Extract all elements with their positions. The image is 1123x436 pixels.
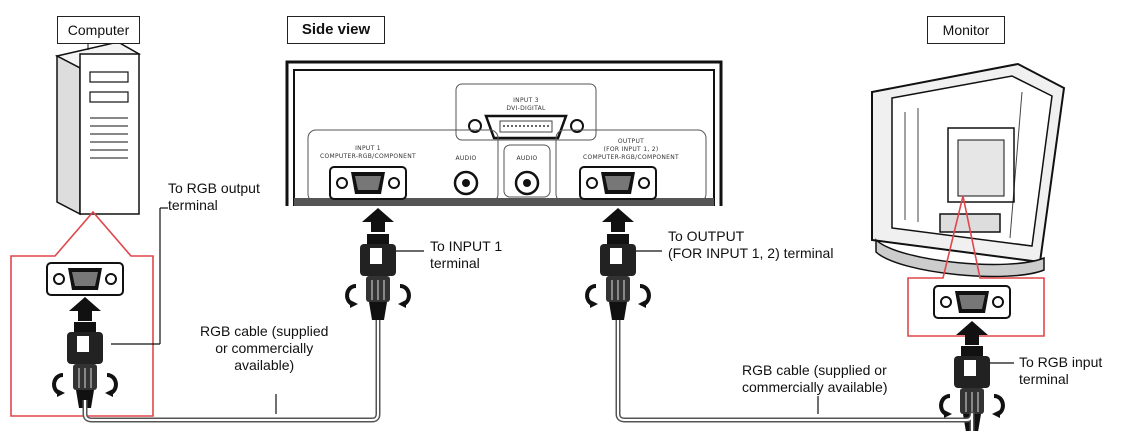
monitor-callout <box>907 195 1045 337</box>
monitor-label-box: Monitor <box>927 16 1005 44</box>
panel-output-label: OUTPUT <box>618 138 644 145</box>
panel-output-sub2: COMPUTER-RGB/COMPONENT <box>583 154 679 161</box>
side-view-label: Side view <box>301 21 371 38</box>
rgb-input-line1: To RGB input <box>1019 354 1103 370</box>
panel-input1-label: INPUT 1 <box>355 145 381 152</box>
input1-label: To INPUT 1 terminal <box>430 238 502 272</box>
rgb-cable-right-inner <box>617 320 973 432</box>
rgb-input-label: To RGB input terminal <box>1019 354 1102 388</box>
computer-rgb-port <box>46 262 124 296</box>
monitor-arrow-icon <box>956 321 988 345</box>
cable-right-line1: RGB cable (supplied or <box>742 362 887 378</box>
computer-cable-connector <box>66 321 104 409</box>
monitor-rgb-port <box>933 285 1011 319</box>
panel-input3-sub: DVI-DIGITAL <box>506 105 546 112</box>
input1-cable-connector <box>359 233 397 321</box>
computer-label-box: Computer <box>57 16 140 44</box>
cable-right-line2: commercially available) <box>742 379 888 395</box>
input1-arrow-icon <box>362 208 394 232</box>
cable-left-label: RGB cable (supplied or commercially avai… <box>200 323 328 374</box>
output-line1: To OUTPUT <box>668 228 745 244</box>
computer-tower <box>54 41 142 216</box>
output-cable-connector <box>599 233 637 321</box>
rgb-input-line2: terminal <box>1019 371 1069 387</box>
input1-line1: To INPUT 1 <box>430 238 503 254</box>
side-view-label-box: Side view <box>287 16 385 44</box>
output-label: To OUTPUT (FOR INPUT 1, 2) terminal <box>668 228 833 262</box>
monitor-label: Monitor <box>942 22 990 38</box>
panel-audio2-label: AUDIO <box>516 155 537 162</box>
computer-label: Computer <box>67 22 130 38</box>
output-line2: (FOR INPUT 1, 2) terminal <box>668 245 834 261</box>
computer-arrow-icon <box>69 297 101 321</box>
computer-callout <box>10 210 154 417</box>
output-arrow-icon <box>602 208 634 232</box>
monitor-device <box>871 62 1066 278</box>
cable-left-line2: or commercially <box>215 340 314 356</box>
cable-right-label: RGB cable (supplied or commercially avai… <box>742 362 888 396</box>
cable-left-line3: available) <box>234 357 295 373</box>
cable-left-line1: RGB cable (supplied <box>200 323 329 339</box>
projector-side-panel: INPUT 3 DVI-DIGITAL INPUT 1 COMPUTER-RGB… <box>285 60 723 206</box>
rgb-output-line2: terminal <box>168 197 218 213</box>
input1-line2: terminal <box>430 255 480 271</box>
rgb-output-label: To RGB output terminal <box>168 180 260 214</box>
panel-audio1-label: AUDIO <box>455 155 476 162</box>
panel-input3-label: INPUT 3 <box>513 97 539 104</box>
panel-input1-sub: COMPUTER-RGB/COMPONENT <box>320 153 416 160</box>
panel-output-sub1: (FOR INPUT 1, 2) <box>603 146 658 153</box>
rgb-cable-left-inner <box>84 320 379 421</box>
rgb-output-line1: To RGB output <box>168 180 260 196</box>
